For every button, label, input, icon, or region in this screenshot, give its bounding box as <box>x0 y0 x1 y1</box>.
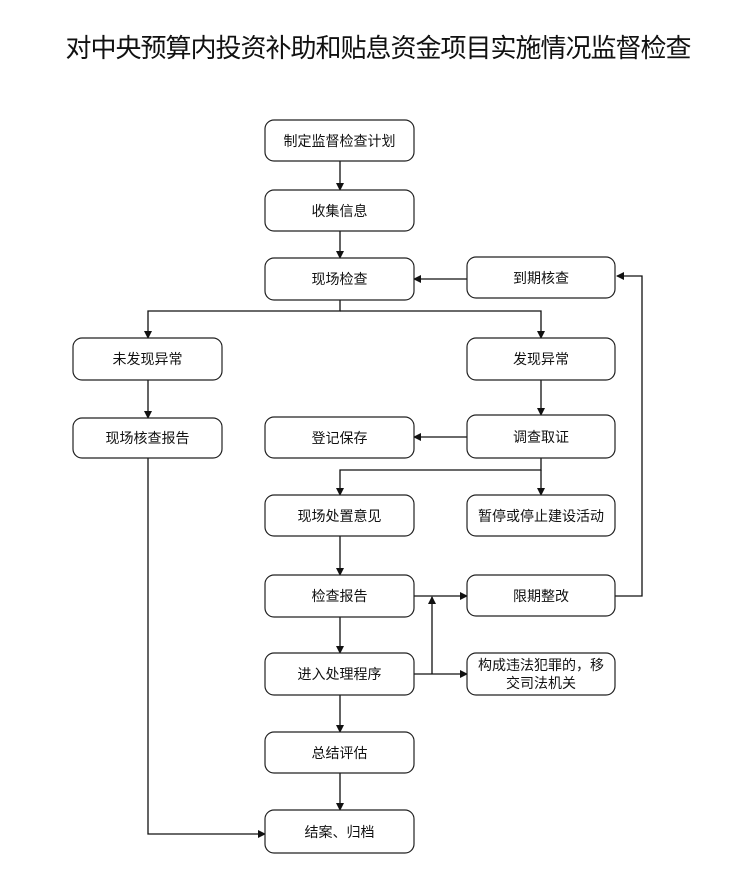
svg-text:发现异常: 发现异常 <box>513 352 569 368</box>
svg-text:现场检查: 现场检查 <box>312 272 368 288</box>
node-process: 进入处理程序 <box>264 652 415 696</box>
svg-text:制定监督检查计划: 制定监督检查计划 <box>284 134 396 150</box>
edge-inspect-split-left <box>144 300 341 339</box>
edge-report-close <box>147 458 266 838</box>
node-rectify: 限期整改 <box>466 574 616 617</box>
edge-inspect-split-right <box>340 310 545 339</box>
node-plan: 制定监督检查计划 <box>264 119 415 162</box>
node-opinion: 现场处置意见 <box>264 494 415 537</box>
svg-text:限期整改: 限期整改 <box>513 589 569 605</box>
node-crime: 构成违法犯罪的，移 交司法机关 <box>466 652 616 696</box>
svg-text:暂停或停止建设活动: 暂停或停止建设活动 <box>478 508 604 525</box>
node-collect: 收集信息 <box>264 189 415 232</box>
svg-text:现场核查报告: 现场核查报告 <box>106 431 190 447</box>
node-evaluate: 总结评估 <box>264 731 415 774</box>
node-investigate: 调查取证 <box>466 414 616 459</box>
svg-text:交司法机关: 交司法机关 <box>506 675 576 692</box>
node-suspend: 暂停或停止建设活动 <box>466 494 616 537</box>
node-check-report: 检查报告 <box>264 574 415 618</box>
svg-text:收集信息: 收集信息 <box>312 203 368 220</box>
svg-text:总结评估: 总结评估 <box>312 746 368 762</box>
svg-text:未发现异常: 未发现异常 <box>113 352 183 368</box>
node-close: 结案、归档 <box>264 809 415 854</box>
node-due: 到期核查 <box>466 256 616 299</box>
svg-text:调查取证: 调查取证 <box>513 430 569 446</box>
node-report-onsite: 现场核查报告 <box>72 417 223 459</box>
edges <box>144 161 643 838</box>
node-inspect: 现场检查 <box>264 257 415 301</box>
svg-text:现场处置意见: 现场处置意见 <box>298 508 382 525</box>
node-no-abnormal: 未发现异常 <box>72 337 223 381</box>
svg-text:构成违法犯罪的，移: 构成违法犯罪的，移 <box>478 658 604 674</box>
svg-text:登记保存: 登记保存 <box>312 431 368 447</box>
svg-text:进入处理程序: 进入处理程序 <box>298 667 382 683</box>
node-register: 登记保存 <box>264 416 415 459</box>
node-abnormal: 发现异常 <box>466 337 616 381</box>
page-title: 对中央预算内投资补助和贴息资金项目实施情况监督检查 <box>65 34 691 64</box>
edge-investigate-opinion <box>336 458 542 496</box>
edge-rectify-due <box>615 272 643 597</box>
svg-text:检查报告: 检查报告 <box>312 589 368 605</box>
svg-text:结案、归档: 结案、归档 <box>305 824 375 841</box>
svg-text:到期核查: 到期核查 <box>513 271 569 287</box>
